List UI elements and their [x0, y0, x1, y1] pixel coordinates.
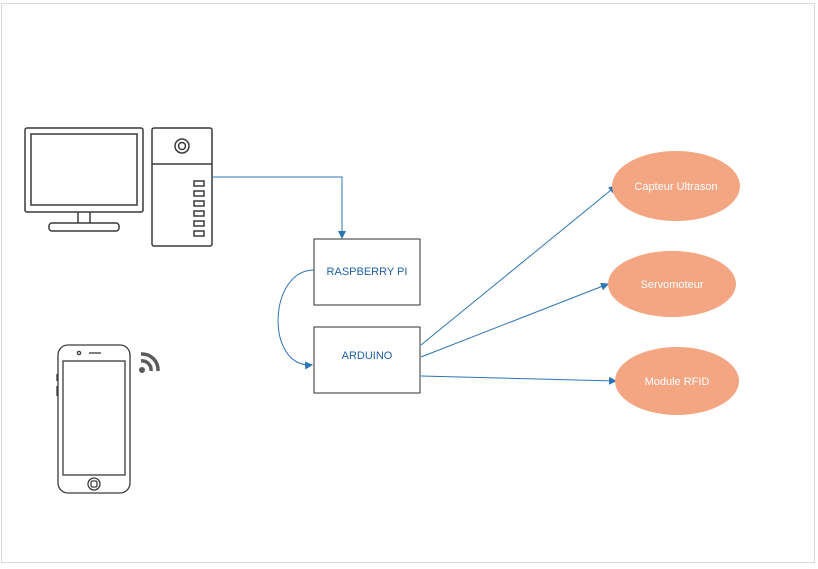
arduino-label: ARDUINO	[342, 350, 393, 362]
edge-raspberry-arduino	[277, 269, 315, 370]
ultrason-label: Capteur Ultrason	[634, 181, 717, 193]
rfid-node: Module RFID	[615, 347, 739, 415]
rfid-label: Module RFID	[645, 376, 710, 388]
edge-arduino-ultrason	[420, 185, 617, 346]
servo-ellipse	[608, 251, 736, 317]
rfid-ellipse	[615, 347, 739, 415]
connectors	[212, 176, 617, 385]
raspberry-node: RASPBERRY PI	[313, 238, 421, 306]
diagram-frame	[1, 3, 815, 563]
raspberry-box	[313, 238, 421, 306]
ultrason-ellipse	[612, 151, 740, 221]
smartphone-icon	[56, 344, 131, 494]
desktop-computer-icon	[24, 127, 213, 247]
arduino-box	[313, 326, 421, 394]
wifi-icon	[139, 352, 160, 373]
phone-screen	[62, 360, 126, 476]
monitor-screen	[30, 133, 138, 206]
raspberry-label: RASPBERRY PI	[327, 266, 408, 278]
edge-arduino-rfid	[420, 375, 617, 385]
phone-camera	[76, 350, 82, 356]
ultrason-node: Capteur Ultrason	[612, 151, 740, 221]
edge-computer-raspberry	[212, 176, 346, 239]
servo-label: Servomoteur	[641, 279, 704, 291]
servo-node: Servomoteur	[608, 251, 736, 317]
monitor-base	[48, 222, 120, 232]
arduino-node: ARDUINO	[313, 326, 421, 394]
edge-arduino-servo	[420, 282, 609, 358]
